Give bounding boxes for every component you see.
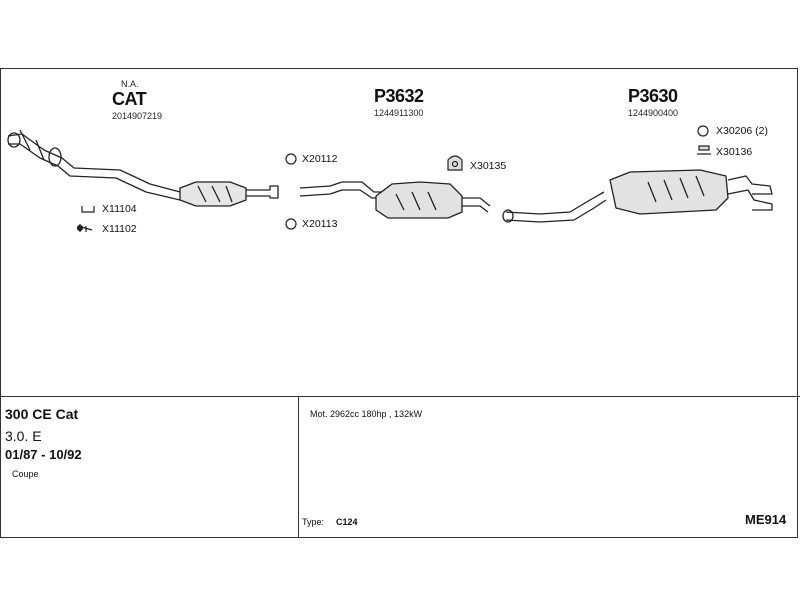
motor-spec: Mot. 2962cc 180hp , 132kW [310, 409, 423, 419]
cat-part-number: 2014907219 [112, 111, 163, 121]
rear-silencer [502, 169, 773, 223]
ring-icon-x30206 [697, 125, 709, 137]
part-x20113: X20113 [302, 218, 338, 230]
part-x30206: X30206 (2) [716, 125, 768, 137]
rear-silencer-number: 1244900400 [628, 108, 679, 118]
vehicle-dates: 01/87 - 10/92 [5, 447, 82, 462]
catalytic-converter-pipe [7, 129, 279, 207]
part-x30136: X30136 [716, 146, 753, 158]
vehicle-engine: 3.0. E [5, 428, 42, 444]
info-column-divider [298, 396, 299, 538]
type-value: C124 [336, 517, 358, 527]
middle-silencer-code: P3632 [374, 86, 424, 106]
type-label: Type: [302, 517, 325, 527]
ring-icon-x20112 [285, 153, 297, 165]
part-x20112: X20112 [302, 153, 338, 165]
hanger-icon-x30135 [447, 155, 463, 171]
vehicle-body: Coupe [12, 469, 39, 479]
diagram-frame [0, 68, 798, 538]
vehicle-model: 300 CE Cat [5, 406, 79, 422]
middle-silencer-number: 1244911300 [374, 108, 424, 118]
rear-silencer-code: P3630 [628, 86, 678, 106]
cat-note: N.A. [121, 79, 139, 89]
ring-icon-x20113 [285, 218, 297, 230]
hanger-icon-x30136 [697, 145, 711, 155]
middle-silencer [299, 181, 491, 219]
part-x11104: X11104 [102, 203, 137, 215]
part-x11102: X11102 [102, 223, 137, 235]
bracket-icon [81, 206, 95, 213]
part-x30135: X30135 [470, 160, 507, 172]
clamp-icon [76, 224, 93, 232]
cat-code: CAT [112, 89, 147, 109]
diagram-reference: ME914 [745, 512, 787, 527]
info-divider [0, 396, 800, 397]
